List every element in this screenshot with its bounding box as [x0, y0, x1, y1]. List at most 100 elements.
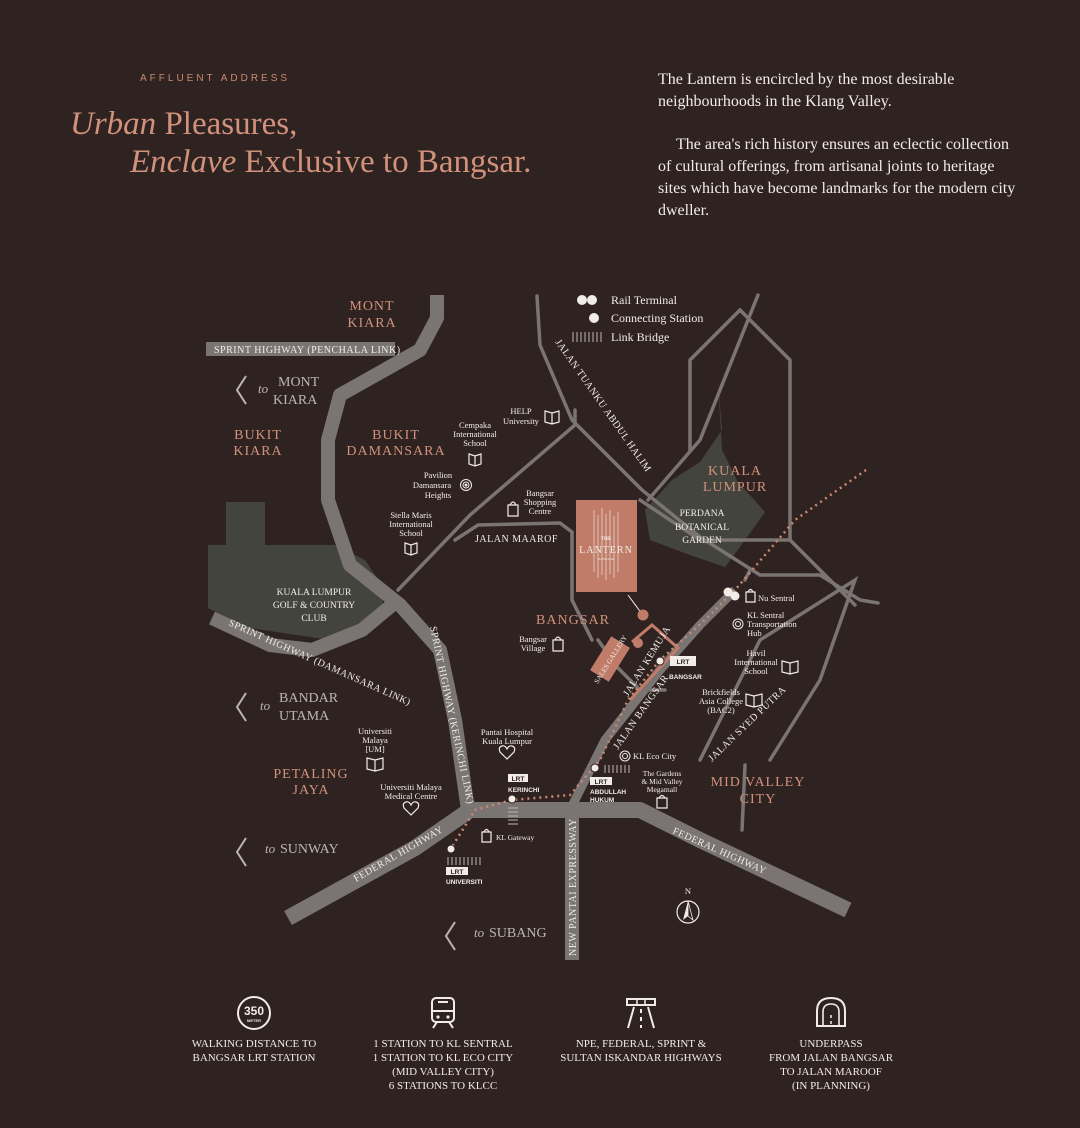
dir-bandar-utama-1: BANDAR	[279, 691, 339, 706]
poi-stella-3: School	[399, 528, 423, 538]
eyebrow: AFFLUENT ADDRESS	[140, 73, 291, 84]
train-icon	[431, 997, 455, 1029]
park-kl-golf	[208, 502, 385, 640]
park-label-perdana-1: PERDANA	[680, 509, 725, 519]
target-icon	[460, 479, 472, 491]
poi-brick-3: (BAC2)	[707, 705, 735, 715]
park-label-perdana-3: GARDEN	[682, 536, 722, 546]
lantern-logo-lines	[593, 508, 619, 580]
park-label-golf-2: GOLF & COUNTRY	[273, 601, 355, 611]
station-label-abdullah-2: HUKUM	[590, 797, 614, 804]
poi-bsc-1: Bangsar	[526, 488, 554, 498]
station-bangsar-dot	[655, 656, 665, 666]
poi-pavilion-1: Pavilion	[424, 470, 453, 480]
dir-bandar-utama-2: UTAMA	[279, 709, 330, 724]
link-bridge-icon	[572, 332, 602, 342]
poi-help-2: University	[503, 416, 540, 426]
park-perdana	[645, 382, 765, 567]
book-icon	[745, 693, 763, 708]
dir-to-bandar-utama: to	[260, 698, 271, 713]
chevron-left-icon	[444, 921, 456, 951]
poi-havil-3: School	[744, 666, 768, 676]
park-label-golf-3: CLUB	[301, 614, 326, 624]
target-icon	[732, 618, 744, 630]
park-label-golf-1: KUALA LUMPUR	[277, 588, 352, 598]
poi-um-1: Universiti	[358, 726, 393, 736]
road-jalan-bangsar	[565, 586, 739, 813]
area-petaling-jaya-1: PETALING	[273, 767, 348, 782]
feature-highways: NPE, FEDERAL, SPRINT & SULTAN ISKANDAR H…	[541, 995, 741, 1065]
tunnel-icon	[816, 996, 846, 1027]
poi-brick-2: Asia College	[699, 696, 743, 706]
road-federal	[284, 802, 852, 926]
area-petaling-jaya-2: JAYA	[293, 783, 330, 798]
rail-terminal-icon	[577, 295, 597, 305]
poi-bsc-3: Centre	[529, 506, 552, 516]
lrt-line	[448, 468, 867, 851]
poi-bvillage-2: Village	[521, 643, 546, 653]
distance-badge-icon: 350 METER	[237, 996, 271, 1030]
lrt-badge-universiti: LRT	[451, 869, 464, 876]
road-kl-outer	[638, 498, 792, 542]
road-label-npe: NEW PANTAI EXPRESSWAY	[568, 818, 579, 956]
major-roads	[206, 295, 852, 960]
poi-stella-2: International	[389, 519, 433, 529]
park-label-perdana-2: BOTANICAL	[675, 523, 729, 533]
road-label-penchala: SPRINT HIGHWAY (PENCHALA LINK)	[214, 345, 401, 356]
road-label-kerinchi: SPRINT HIGHWAY (KERINCHI LINK)	[427, 625, 476, 805]
book-icon	[781, 660, 799, 675]
book-icon	[366, 757, 384, 772]
points-of-interest: HELP University Cempaka International Sc…	[358, 406, 799, 843]
road-label-maarof: JALAN MAAROF	[475, 534, 558, 545]
dir-mont-kiara-1: MONT	[278, 375, 320, 390]
chevron-left-icon	[235, 837, 247, 867]
legend-rail-terminal: Rail Terminal	[611, 293, 678, 307]
lantern-name: LANTERN	[579, 545, 633, 556]
lantern-block	[576, 500, 637, 592]
area-mid-valley-1: MID VALLEY	[711, 775, 806, 790]
poi-havil-1: Havil	[747, 648, 767, 658]
lrt-badge-kerinchi: LRT	[512, 776, 525, 783]
compass-n: N	[685, 886, 691, 896]
intro-paragraph-2: The area's rich history ensures an eclec…	[658, 136, 1016, 219]
area-labels: MONT KIARA BUKIT KIARA BUKIT DAMANSARA K…	[233, 299, 806, 807]
poi-um-2: Malaya	[362, 735, 388, 745]
road-east-1	[646, 293, 760, 502]
headline: Urban Pleasures, Enclave Exclusive to Ba…	[70, 105, 531, 181]
poi-pantai-2: Kuala Lumpur	[482, 736, 532, 746]
poi-gardens-3: Megamall	[647, 785, 677, 794]
shopping-bag-icon	[745, 588, 756, 603]
heart-icon	[498, 745, 516, 760]
station-label-universiti: UNIVERSITI	[446, 879, 483, 886]
poi-havil-2: International	[734, 657, 778, 667]
area-kuala-lumpur-2: LUMPUR	[703, 480, 767, 495]
area-bangsar: BANGSAR	[536, 613, 610, 628]
area-bukit-kiara-1: BUKIT	[234, 428, 282, 443]
feature-stations: 1 STATION TO KL SENTRAL 1 STATION TO KL …	[343, 995, 543, 1093]
legend: Rail Terminal Connecting Station Link Br…	[572, 293, 703, 344]
headline-line2: Enclave Exclusive to Bangsar.	[70, 143, 531, 181]
area-bukit-kiara-2: KIARA	[233, 444, 282, 459]
dir-mont-kiara-2: KIARA	[273, 393, 318, 408]
poi-gardens-2: & Mid Valley	[641, 777, 682, 786]
lrt-badge-abdullah: LRT	[595, 779, 608, 786]
poi-pantai-1: Pantai Hospital	[481, 727, 534, 737]
area-kuala-lumpur-1: KUALA	[708, 464, 762, 479]
road-tuanku	[535, 294, 762, 577]
shopping-bag-icon	[481, 828, 492, 843]
headline-italic-2: Enclave	[130, 144, 237, 180]
station-abdullah-dot	[590, 763, 600, 773]
link-bridge-kerinchi	[508, 807, 518, 825]
dir-to-subang: to	[474, 925, 485, 940]
lrt-badges: LRT BANGSAR LRT KERINCHI LRT ABDULLAH HU…	[446, 656, 702, 886]
poi-umc-2: Medical Centre	[385, 791, 438, 801]
link-bridge-abdullah	[604, 765, 630, 773]
lantern-dot	[637, 609, 649, 621]
legend-link-bridge: Link Bridge	[611, 330, 669, 344]
shopping-bag-icon	[656, 794, 668, 809]
poi-kl-gateway: KL Gateway	[496, 833, 534, 842]
feature-caption: 1 STATION TO KL SENTRAL 1 STATION TO KL …	[372, 1038, 514, 1092]
station-universiti-dot	[446, 844, 456, 854]
park-labels: KUALA LUMPUR GOLF & COUNTRY CLUB PERDANA…	[273, 509, 729, 624]
